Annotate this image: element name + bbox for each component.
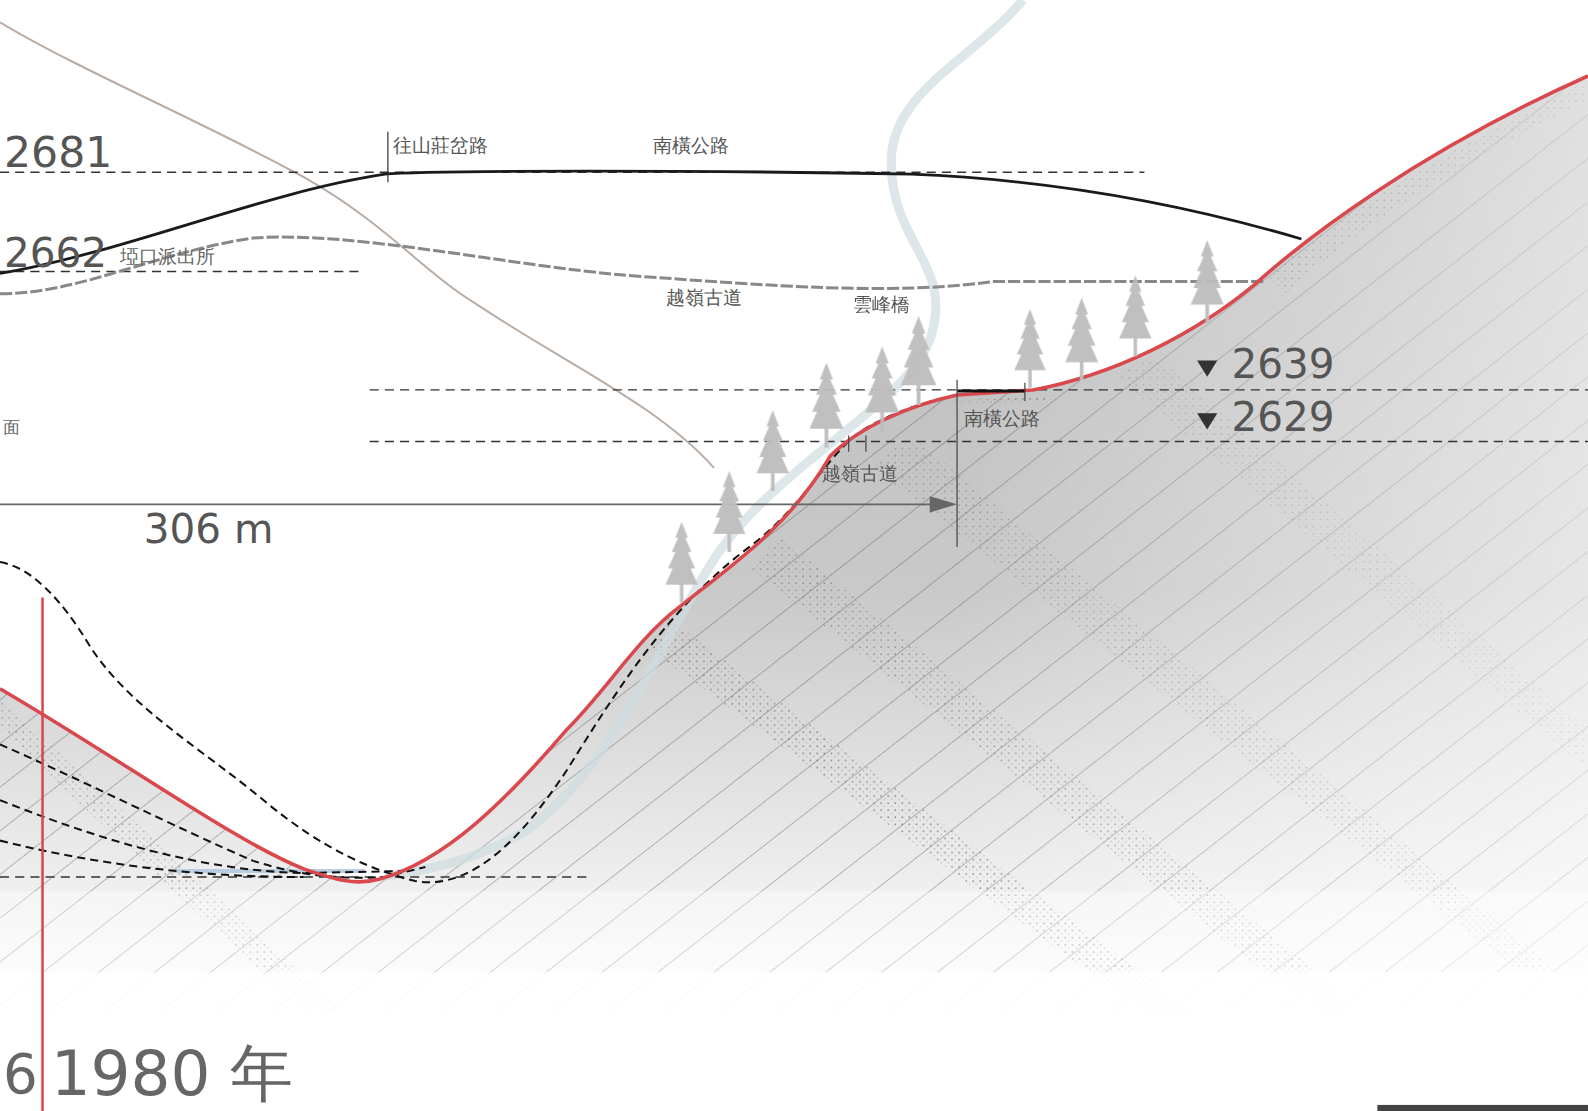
elevation-number: 2681 xyxy=(4,132,112,175)
bridge-name: 雲峰橋 xyxy=(853,295,910,314)
road-name: 南橫公路 xyxy=(653,136,729,155)
elevation-number: 2629 xyxy=(1232,397,1335,438)
road-name: 南橫公路 xyxy=(964,409,1040,428)
cut-label: 面 xyxy=(3,419,20,436)
year-label: 1980 年 xyxy=(51,1043,294,1106)
place-name: 埡口派出所 xyxy=(120,247,215,266)
dimension-label: 306 m xyxy=(144,509,274,550)
elevation-number: 2639 xyxy=(1232,344,1335,385)
cut-label: 6 xyxy=(3,1047,38,1102)
trail-name: 越嶺古道 xyxy=(666,288,742,307)
place-name: 往山莊岔路 xyxy=(393,136,488,155)
trail-name: 越嶺古道 xyxy=(822,464,898,483)
elevation-number: 2662 xyxy=(4,233,107,274)
